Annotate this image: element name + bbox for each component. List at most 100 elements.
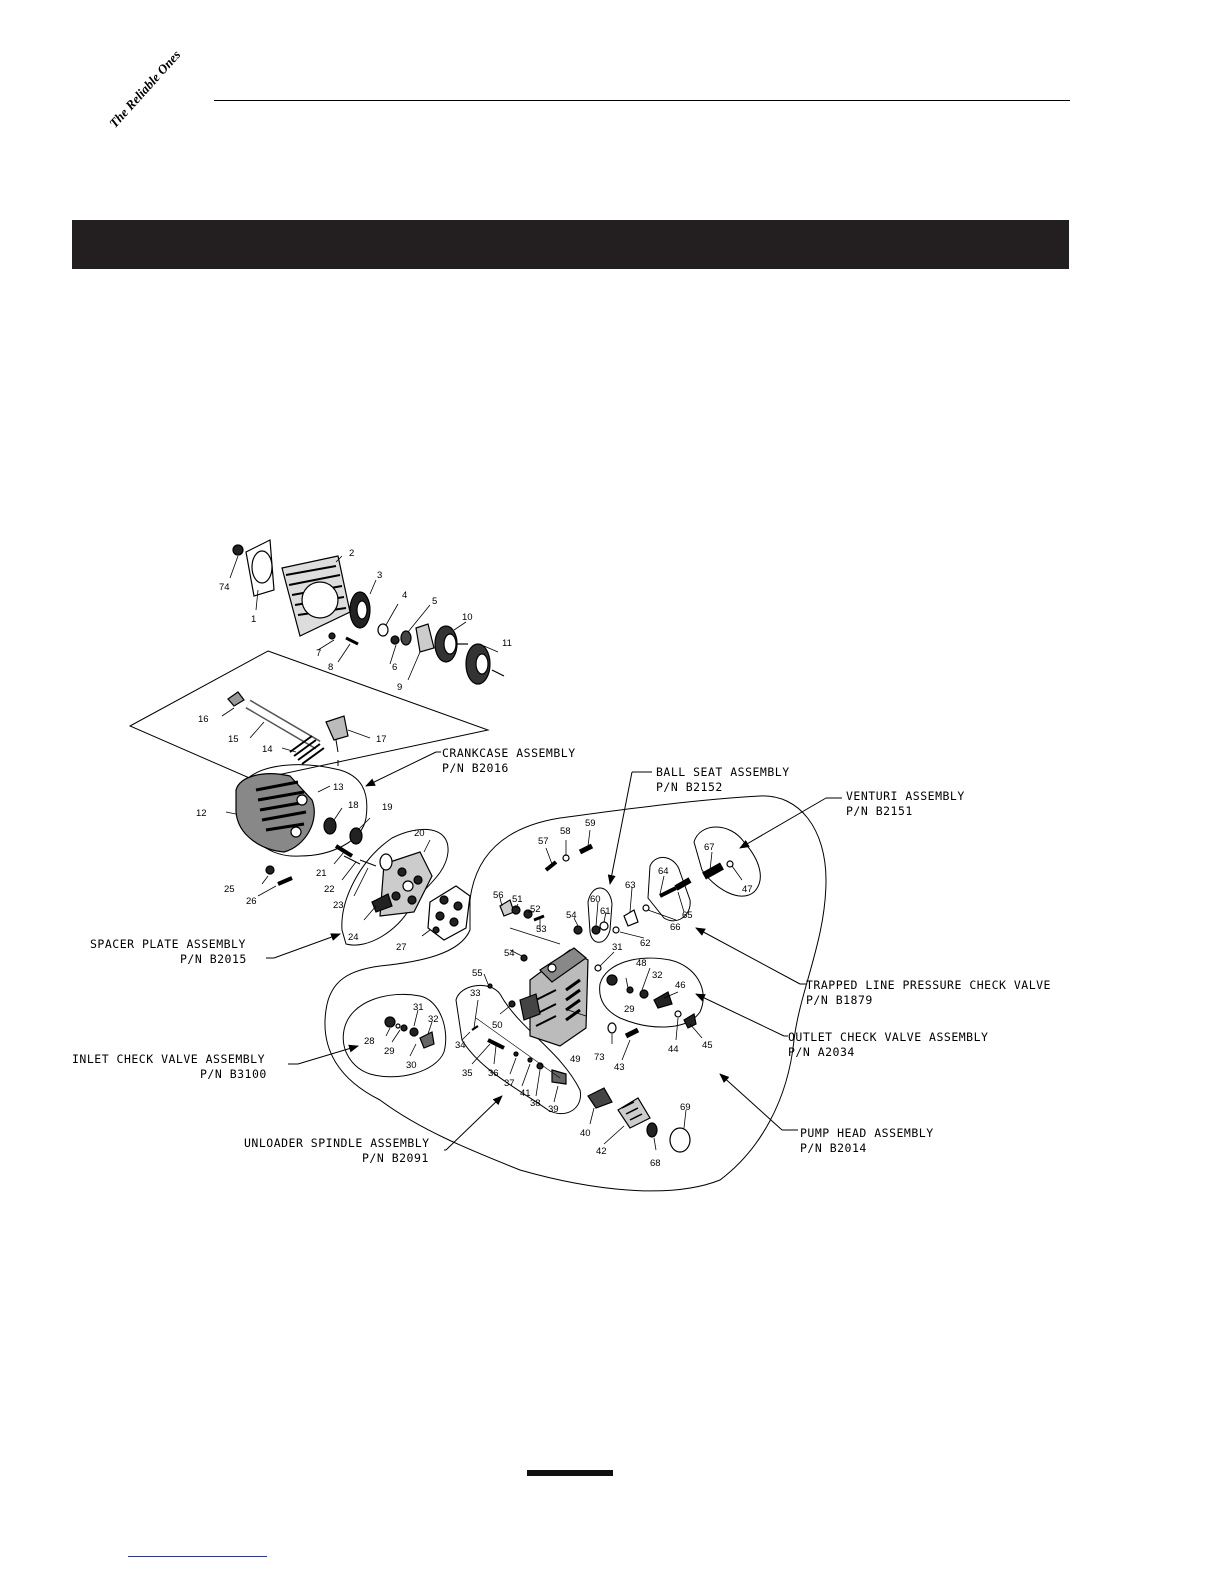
part-22 [343, 855, 361, 865]
pump-head-body [519, 947, 589, 1047]
pump-head-arrow [719, 1073, 783, 1131]
part-number: 53 [536, 924, 547, 935]
shaft-parts [221, 691, 371, 766]
venturi-outline [693, 826, 761, 897]
part-number: 33 [470, 988, 481, 999]
crankcase-body [235, 773, 363, 853]
part-19 [349, 827, 363, 845]
part-74-seal [232, 544, 244, 556]
crankcase-assembly-outline [243, 764, 368, 857]
part-number: 35 [462, 1068, 473, 1079]
pump-head-small-parts [384, 843, 734, 1153]
part-number: 51 [512, 894, 523, 905]
part-9 [415, 623, 435, 653]
part-16 [227, 691, 245, 707]
part-number: 47 [742, 884, 753, 895]
part-number: 41 [520, 1088, 531, 1099]
part-number: 34 [455, 1040, 466, 1051]
part-number: 62 [640, 938, 651, 949]
ball-seat-assembly-label: BALL SEAT ASSEMBLY [656, 765, 790, 779]
pump-head-assembly-pn: P/N B2014 [800, 1141, 867, 1155]
spacer-plate-arrow [273, 933, 341, 959]
part-30 [419, 1031, 435, 1049]
outlet-check-valve-assembly-pn: P/N A2034 [788, 1045, 855, 1059]
unloader-outline [455, 985, 582, 1115]
part-number: 1 [251, 614, 256, 625]
part-47 [726, 860, 734, 868]
part-40 [587, 1087, 613, 1109]
trapped-line-outline [647, 857, 691, 922]
part-number: 55 [472, 968, 483, 979]
part-number: 39 [548, 1104, 559, 1115]
part-50 [508, 1000, 516, 1008]
part-32-outlet [639, 989, 649, 999]
part-number: 13 [333, 782, 344, 793]
outlet-check-outline [599, 957, 704, 1028]
part-54-right [573, 925, 583, 935]
part-7 [328, 632, 336, 640]
part-number: 30 [406, 1060, 417, 1071]
footer-link-underline [128, 1556, 267, 1557]
part-number: 29 [624, 1004, 635, 1015]
part-number: 49 [570, 1054, 581, 1065]
title-bar [72, 220, 1069, 269]
part-number: 54 [566, 910, 577, 921]
part-23 [359, 859, 377, 867]
ball-seat-arrow [607, 771, 633, 885]
spacer-plate-assembly-pn: P/N B2015 [180, 952, 247, 966]
part-37 [513, 1051, 519, 1057]
part-59 [578, 843, 594, 855]
part-62 [612, 926, 620, 934]
part-32-inlet [409, 1027, 419, 1037]
part-number: 15 [228, 734, 239, 745]
inlet-check-outline [342, 993, 447, 1078]
part-number: 42 [596, 1146, 607, 1157]
spacer-plate-assembly-label: SPACER PLATE ASSEMBLY [90, 937, 246, 951]
part-number: 67 [704, 842, 715, 853]
inlet-check-valve-assembly-pn: P/N B3100 [200, 1067, 267, 1081]
part-number: 23 [333, 900, 344, 911]
part-number: 40 [580, 1128, 591, 1139]
part-20-ring [379, 853, 393, 871]
part-number: 10 [462, 612, 473, 623]
subassembly-frame [128, 650, 490, 781]
part-69-cap [669, 1127, 691, 1153]
part-number: 58 [560, 826, 571, 837]
part-66 [642, 904, 650, 912]
part-27-gasket-plate [421, 885, 471, 941]
part-number: 44 [668, 1044, 679, 1055]
part-number: 50 [492, 1020, 503, 1031]
part-number: 21 [316, 868, 327, 879]
part-number: 45 [702, 1040, 713, 1051]
part-number: 52 [530, 904, 541, 915]
part-28 [384, 1016, 396, 1028]
part-number: 74 [219, 582, 230, 593]
trapped-line-arrow [695, 927, 801, 985]
part-64 [659, 886, 677, 898]
part-number: 56 [493, 890, 504, 901]
unloader-spindle-assembly-label: UNLOADER SPINDLE ASSEMBLY [244, 1136, 430, 1150]
part-number: 28 [364, 1036, 375, 1047]
crankcase-assembly-pn: P/N B2016 [442, 761, 509, 775]
part-number: 22 [324, 884, 335, 895]
part-number: 26 [246, 896, 257, 907]
part-73 [607, 1022, 617, 1034]
part-number: 20 [414, 828, 425, 839]
part-number: 38 [530, 1098, 541, 1109]
part-8-screw [345, 636, 359, 646]
part-number: 63 [625, 880, 636, 891]
part-number: 48 [636, 958, 647, 969]
part-36 [487, 1038, 505, 1050]
part-number: 65 [682, 910, 693, 921]
part-number: 43 [614, 1062, 625, 1073]
part-number: 18 [348, 800, 359, 811]
part-63 [623, 909, 639, 927]
venturi-assembly-label: VENTURI ASSEMBLY [846, 789, 965, 803]
part-number: 73 [594, 1052, 605, 1063]
part-number: 32 [428, 1014, 439, 1025]
part-number: 54 [504, 948, 515, 959]
ball-seat-assembly-pn: P/N B2152 [656, 780, 723, 794]
trapped-line-check-valve-label: TRAPPED LINE PRESSURE CHECK VALVE [806, 978, 1051, 992]
venturi-arrow [739, 797, 827, 849]
